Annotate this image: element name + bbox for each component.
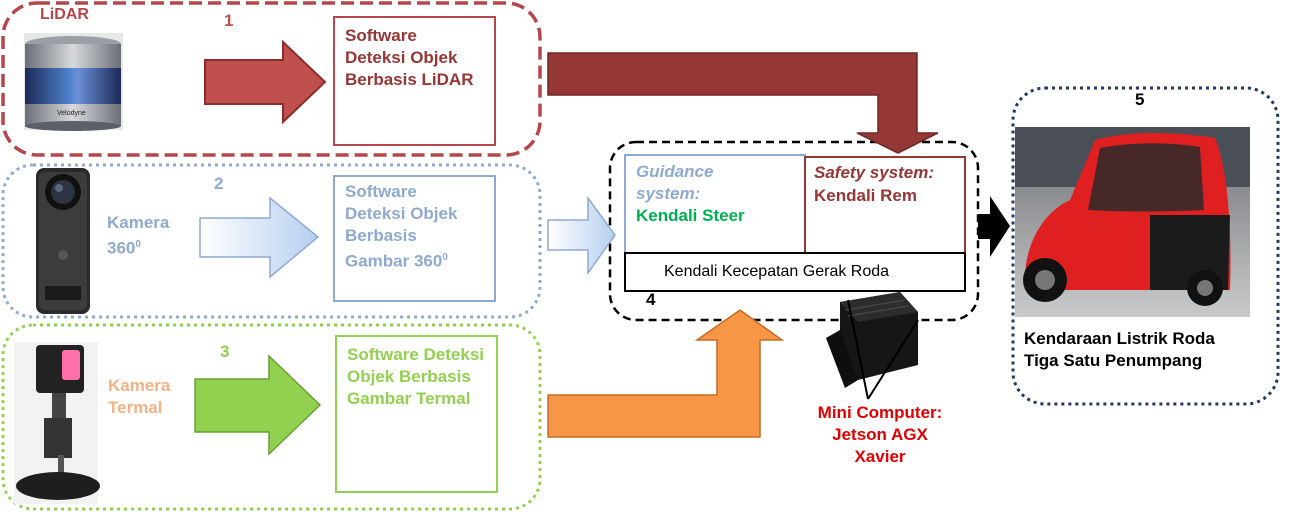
guidance-label: Guidance xyxy=(636,162,714,181)
camera360-device-label: 3600 xyxy=(107,238,141,258)
safety-system-box: Safety system: Kendali Rem xyxy=(804,156,966,254)
computer-label: Jetson AGX xyxy=(832,425,928,444)
camera360-software-line: Deteksi Objek xyxy=(345,204,458,223)
guidance-value: Kendali Steer xyxy=(636,206,745,225)
thermal-device-image xyxy=(14,342,100,504)
camera360-number: 2 xyxy=(214,174,224,193)
safety-label: Safety system: xyxy=(814,163,935,182)
vehicle-group-outline xyxy=(1011,86,1280,406)
lidar-group-outline xyxy=(1,1,542,157)
thermal-group-outline xyxy=(1,323,542,511)
vehicle-image xyxy=(1015,127,1250,317)
lidar-brand-text: Velodyne xyxy=(57,110,86,117)
speed-control-box: Kendali Kecepatan Gerak Roda xyxy=(624,252,966,292)
degree-superscript: 0 xyxy=(442,252,448,263)
lidar-software-line: Berbasis LiDAR xyxy=(345,70,474,89)
lidar-software-line: Software xyxy=(345,26,417,45)
safety-value: Kendali Rem xyxy=(814,186,917,205)
lidar-software-line: Deteksi Objek xyxy=(345,48,458,67)
lidar-device-label: LiDAR xyxy=(40,6,89,23)
lidar-to-controller-arrow xyxy=(547,52,939,154)
lidar-device-image xyxy=(24,33,123,131)
thermal-device-label: Termal xyxy=(108,398,163,417)
camera360-to-controller-arrow xyxy=(547,195,616,276)
lidar-to-software-arrow xyxy=(204,39,327,125)
computer-label: Mini Computer: xyxy=(817,403,943,422)
thermal-software-line: Gambar Termal xyxy=(347,389,471,408)
thermal-device-label: Kamera xyxy=(108,376,171,395)
camera360-software-line: Gambar 3600 xyxy=(345,251,448,271)
thermal-to-controller-arrow xyxy=(547,309,785,438)
jetson-callout-line xyxy=(867,319,919,400)
thermal-software-box: Software Deteksi Objek Berbasis Gambar T… xyxy=(335,335,498,493)
thermal-software-line: Software Deteksi xyxy=(347,345,484,364)
camera360-device-image xyxy=(36,168,90,314)
guidance-label: system: xyxy=(636,184,701,203)
lidar-software-box: Software Deteksi Objek Berbasis LiDAR xyxy=(333,16,496,146)
jetson-callout-line xyxy=(847,299,869,400)
computer-label: Xavier xyxy=(854,447,906,466)
camera360-software-box: Software Deteksi Objek Berbasis Gambar 3… xyxy=(333,175,496,302)
lidar-number: 1 xyxy=(224,11,234,30)
camera360-to-software-arrow xyxy=(199,196,320,279)
speed-control-label: Kendali Kecepatan Gerak Roda xyxy=(664,263,890,280)
vehicle-number: 5 xyxy=(1135,90,1145,109)
thermal-to-software-arrow xyxy=(194,354,322,456)
camera360-device-label: Kamera xyxy=(107,213,170,232)
thermal-number: 3 xyxy=(220,342,230,361)
degree-superscript: 0 xyxy=(135,239,141,250)
vehicle-label: Kendaraan Listrik Roda xyxy=(1024,329,1215,348)
camera360-software-line: Software xyxy=(345,182,417,201)
camera360-software-line: Berbasis xyxy=(345,226,417,245)
camera360-group-outline xyxy=(1,163,542,319)
controller-number: 4 xyxy=(646,290,656,309)
vehicle-label: Tiga Satu Penumpang xyxy=(1024,351,1203,370)
controller-to-vehicle-arrow xyxy=(978,196,1010,257)
thermal-software-line: Objek Berbasis xyxy=(347,367,471,386)
guidance-system-box: Guidance system: Kendali Steer xyxy=(624,154,806,254)
